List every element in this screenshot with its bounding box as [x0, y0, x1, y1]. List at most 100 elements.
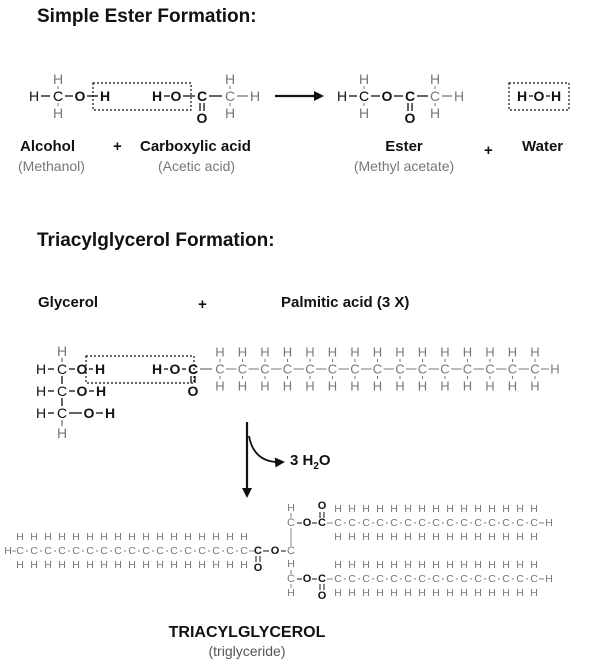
hydrogen-atom: H	[488, 503, 496, 515]
atom-label: O	[77, 361, 88, 377]
hydrogen-atom: H	[516, 531, 524, 543]
hydrogen-atom: H	[128, 531, 136, 543]
atom-label: O	[197, 110, 208, 126]
hydrogen-atom: H	[530, 379, 539, 394]
plus-sign-2: +	[484, 142, 493, 159]
triacylglycerol-label: TRIACYLGLYCEROL	[168, 624, 326, 641]
hydrogen-atom: H	[350, 379, 359, 394]
atom-label: C	[57, 361, 67, 377]
hydrogen-atom: H	[463, 379, 472, 394]
hydrogen-atom: H	[348, 559, 356, 571]
hydrogen-atom: H	[530, 345, 539, 360]
carbon-atom: C	[226, 545, 234, 557]
atom-label: H	[100, 88, 110, 104]
hydrogen-atom: H	[114, 531, 122, 543]
atom-label: C	[287, 573, 295, 585]
hydrogen-atom: H	[474, 587, 482, 599]
hydrogen-atom: H	[212, 559, 220, 571]
hydrogen-atom: H	[440, 379, 449, 394]
water-box	[508, 82, 570, 111]
carbon-atom: C	[16, 545, 24, 557]
carbon-atom: C	[362, 517, 370, 529]
hydrogen-atom: H	[395, 379, 404, 394]
hydrogen-atom: H	[58, 559, 66, 571]
hydrogen-atom: H	[53, 105, 63, 121]
hydrogen-atom: H	[348, 587, 356, 599]
hydrogen-atom: H	[100, 559, 108, 571]
hydrogen-atom: H	[362, 587, 370, 599]
hydrogen-atom: H	[283, 345, 292, 360]
hydrogen-atom: H	[86, 531, 94, 543]
hydrogen-atom: H	[359, 71, 369, 87]
carbon-atom: C	[373, 362, 382, 377]
hydrogen-atom: H	[446, 531, 454, 543]
hydrogen-atom: H	[376, 559, 384, 571]
hydrogen-atom: H	[432, 531, 440, 543]
hydrogen-atom: H	[30, 559, 38, 571]
carbon-atom: C	[328, 362, 337, 377]
hydrogen-atom: H	[418, 587, 426, 599]
hydrogen-atom: H	[350, 345, 359, 360]
hydrogen-atom: H	[446, 587, 454, 599]
carbon-atom: C	[350, 362, 359, 377]
hydrogen-atom: H	[395, 345, 404, 360]
atom-label: C	[57, 405, 67, 421]
carbon-atom: C	[305, 362, 314, 377]
hydrogen-atom: H	[362, 559, 370, 571]
atom-label: O	[318, 500, 327, 512]
carbon-atom: C	[516, 517, 524, 529]
atom-label: C	[53, 88, 63, 104]
hydrogen-atom: H	[86, 559, 94, 571]
glycerol-acid-box	[85, 355, 195, 384]
atom-label: H	[287, 587, 295, 599]
carbon-atom: C	[170, 545, 178, 557]
hydrogen-atom: H	[359, 105, 369, 121]
hydrogen-atom: H	[328, 345, 337, 360]
atom-label: O	[77, 383, 88, 399]
hydrogen-atom: H	[334, 587, 342, 599]
atom-label: H	[550, 362, 559, 377]
hydrogen-atom: H	[142, 531, 150, 543]
hydrogen-atom: H	[240, 531, 248, 543]
hydrogen-atom: H	[305, 379, 314, 394]
hydrogen-atom: H	[404, 503, 412, 515]
carbon-atom: C	[395, 362, 404, 377]
plus-sign-1: +	[113, 138, 122, 155]
atom-label: H	[29, 88, 39, 104]
hydrogen-atom: H	[225, 71, 235, 87]
water-label: Water	[522, 138, 564, 155]
atom-label: C	[254, 545, 262, 557]
hydrogen-atom: H	[502, 503, 510, 515]
hydrogen-atom: H	[305, 345, 314, 360]
carbon-atom: C	[488, 573, 496, 585]
carbon-atom: C	[418, 573, 426, 585]
hydrogen-atom: H	[502, 587, 510, 599]
hydrogen-atom: H	[373, 379, 382, 394]
atom-label: C	[57, 383, 67, 399]
hydrogen-atom: H	[198, 531, 206, 543]
palmitic-acid-label: Palmitic acid (3 X)	[281, 294, 410, 311]
hydrogen-atom: H	[516, 559, 524, 571]
hydrogen-atom: H	[156, 531, 164, 543]
carbon-atom: C	[474, 517, 482, 529]
hydrogen-atom: H	[238, 345, 247, 360]
hydrogen-atom: H	[142, 559, 150, 571]
hydrogen-atom: H	[53, 71, 63, 87]
hydrogen-atom: H	[530, 503, 538, 515]
hydrogen-atom: H	[404, 559, 412, 571]
hydrogen-atom: H	[16, 531, 24, 543]
atom-label: H	[287, 502, 295, 514]
atom-label: H	[454, 88, 464, 104]
carbon-atom: C	[334, 573, 342, 585]
carbon-atom: C	[508, 362, 517, 377]
carbon-atom: C	[488, 517, 496, 529]
hydrogen-atom: H	[432, 587, 440, 599]
simple-ester-heading: Simple Ester Formation:	[37, 6, 257, 27]
carbon-atom: C	[128, 545, 136, 557]
hydrogen-atom: H	[170, 559, 178, 571]
methanol-label: (Methanol)	[18, 158, 85, 174]
hydrogen-atom: H	[530, 559, 538, 571]
carbon-atom: C	[215, 362, 224, 377]
water-release-arrow	[248, 435, 285, 468]
carbon-atom: C	[240, 545, 248, 557]
